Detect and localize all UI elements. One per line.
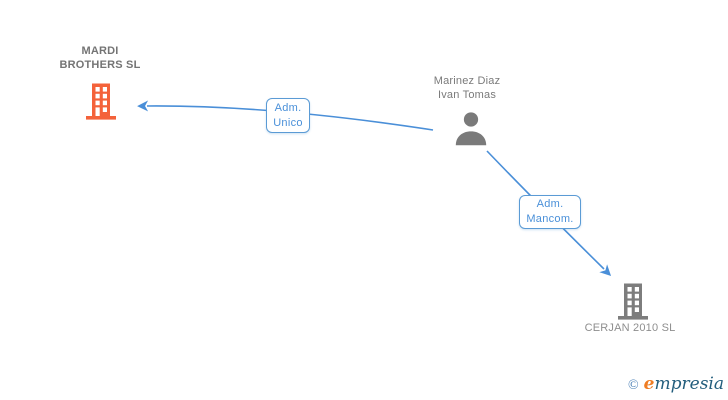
edge-label-adm-mancom[interactable]: Adm. Mancom.: [519, 195, 581, 229]
brand-initial: e: [643, 374, 655, 394]
node-label-line: CERJAN 2010 SL: [584, 322, 676, 334]
node-label-mardi: MARDI BROTHERS SL: [10, 45, 190, 72]
node-label-cerjan: CERJAN 2010 SL: [540, 322, 720, 336]
person-icon: [452, 111, 490, 151]
node-label-line: Ivan Tomas: [437, 88, 497, 101]
edge-label-line: Mancom.: [526, 213, 574, 225]
edge-label-line: Adm.: [536, 198, 564, 210]
brand-logo-text: empresia: [644, 374, 724, 394]
copyright-icon: ©: [628, 378, 639, 393]
empresia-watermark: © empresia: [628, 374, 724, 394]
building-icon: [616, 283, 650, 325]
edge-label-adm-unico[interactable]: Adm. Unico: [266, 98, 310, 133]
building-icon: [84, 83, 118, 125]
node-label-line: MARDI: [81, 45, 119, 57]
edge-label-line: Adm.: [274, 101, 302, 114]
edge-label-line: Unico: [273, 116, 303, 129]
brand-rest: mpresia: [654, 374, 725, 394]
node-label-person: Marinez Diaz Ivan Tomas: [377, 75, 557, 102]
node-label-line: Marinez Diaz: [433, 75, 501, 87]
node-label-line: BROTHERS SL: [59, 58, 141, 71]
